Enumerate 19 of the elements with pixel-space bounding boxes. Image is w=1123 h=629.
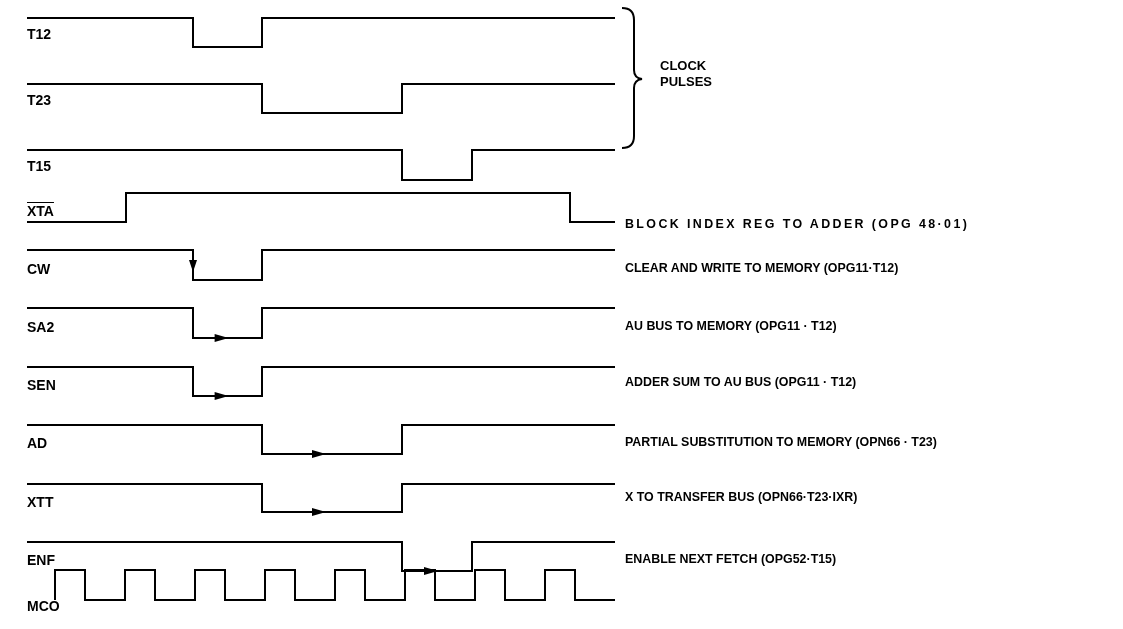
- signal-name: SA2: [27, 319, 55, 335]
- signal-description: AU BUS TO MEMORY (OPG11 · T12): [625, 318, 837, 334]
- signal-description: BLOCK INDEX REG TO ADDER (OPG 48·01): [625, 216, 970, 232]
- signal-name: ENF: [27, 552, 55, 568]
- signal-name: SEN: [27, 377, 56, 393]
- signal-description: ENABLE NEXT FETCH (OPG52·T15): [625, 551, 837, 567]
- signal-name: T12: [27, 26, 52, 42]
- signal-description: X TO TRANSFER BUS (OPN66·T23·IXR): [625, 489, 858, 505]
- bracket-label: CLOCK PULSES: [660, 58, 713, 90]
- signal-name: T23: [27, 92, 52, 108]
- signal-description: ADDER SUM TO AU BUS (OPG11 · T12): [625, 374, 857, 390]
- signal-name: XTT: [27, 494, 54, 510]
- signal-description: PARTIAL SUBSTITUTION TO MEMORY (OPN66 · T23): [625, 434, 937, 450]
- signal-name: AD: [27, 435, 48, 451]
- signal-description: CLEAR AND WRITE TO MEMORY (OPG11·T12): [625, 260, 899, 276]
- signal-name: XTA: [27, 203, 54, 219]
- signal-name: CW: [27, 261, 51, 277]
- signal-name: MCO: [27, 598, 60, 614]
- signal-name: T15: [27, 158, 52, 174]
